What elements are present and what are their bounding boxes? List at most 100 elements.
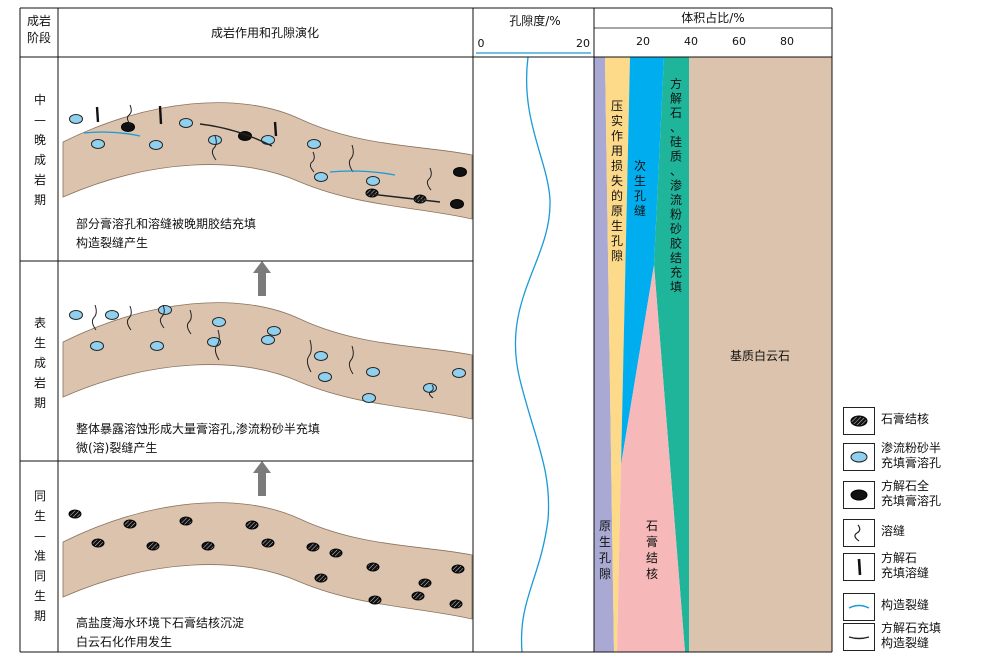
silt-filled-vug xyxy=(158,305,172,315)
evolution-header: 成岩作用和孔隙演化 xyxy=(211,25,319,40)
band-cement-fill xyxy=(654,57,689,652)
silt-filled-vug xyxy=(314,172,328,182)
label-gypsum-char: 膏 xyxy=(646,534,658,549)
gypsum-nodule xyxy=(91,538,105,548)
calcite-filled-fracture-icon xyxy=(843,553,875,581)
gypsum-nodule xyxy=(306,542,320,552)
label-cement-char: 砂 xyxy=(670,222,682,236)
gypsum-nodule xyxy=(201,541,215,551)
gypsum-nodule xyxy=(368,595,382,605)
legend-label-line: 渗流粉砂半 xyxy=(881,441,942,455)
tectonic-fracture xyxy=(83,131,141,137)
porosity-curve xyxy=(514,56,551,653)
gypsum-nodule xyxy=(451,564,465,574)
gypsum-nodule xyxy=(179,516,193,526)
label-compaction-char: 的 xyxy=(611,188,623,203)
legend-label: 方解石充填构造裂缝 xyxy=(881,621,993,651)
legend-item: 方解石充填构造裂缝 xyxy=(843,621,993,655)
stage-name-0-char: 期 xyxy=(34,193,46,207)
gypsum-nodule xyxy=(314,573,328,583)
label-compaction-char: 原 xyxy=(611,204,623,218)
label-cement-char: 石 xyxy=(670,106,682,120)
label-compaction-char: 失 xyxy=(611,173,623,188)
porosity-tick: 0 xyxy=(478,37,485,50)
legend-item: 方解石全充填膏溶孔 xyxy=(843,479,993,513)
porosity-tick: 20 xyxy=(576,37,590,50)
label-compaction-char: 孔 xyxy=(611,234,623,248)
label-cement-char: 胶 xyxy=(670,236,682,251)
label-gypsum-char: 核 xyxy=(646,567,658,581)
label-primary-char: 隙 xyxy=(599,567,611,581)
silt-filled-vug xyxy=(208,135,222,145)
stage-name-2-char: 准 xyxy=(34,549,46,563)
stage-name-2-char: 期 xyxy=(34,609,46,623)
legend-label: 方解石充填溶缝 xyxy=(881,551,993,581)
silt-filled-vug-icon xyxy=(843,443,875,471)
gypsum-nodule xyxy=(123,519,137,529)
legend-item: 渗流粉砂半充填膏溶孔 xyxy=(843,441,993,475)
label-primary-char: 孔 xyxy=(599,551,611,565)
stage-header: 阶段 xyxy=(27,30,51,45)
legend-label-line: 石膏结核 xyxy=(881,412,930,426)
calcite-tectonic-fracture-icon xyxy=(843,623,875,651)
label-secondary-char: 生 xyxy=(634,174,646,188)
silt-filled-vug xyxy=(261,335,275,345)
stage-header: 成岩 xyxy=(27,13,51,28)
stage-description: 微(溶)裂缝产生 xyxy=(76,440,157,455)
legend-item: 方解石充填溶缝 xyxy=(843,551,993,585)
calcite-filled-vug xyxy=(121,122,135,132)
volume-tick: 20 xyxy=(636,35,650,48)
legend-label: 石膏结核 xyxy=(881,412,993,427)
silt-filled-vug xyxy=(179,118,193,128)
stage-name-0-char: 晚 xyxy=(34,133,46,147)
legend-label-line: 充填膏溶孔 xyxy=(881,456,942,470)
silt-filled-vug xyxy=(69,310,83,320)
gypsum-nodule xyxy=(366,562,380,572)
legend-label-line: 构造裂缝 xyxy=(881,636,930,650)
legend-label: 渗流粉砂半充填膏溶孔 xyxy=(881,441,993,471)
stage-name-2-char: 同 xyxy=(34,489,46,503)
dissolution-fracture xyxy=(426,167,432,191)
label-secondary-char: 缝 xyxy=(634,203,646,218)
silt-filled-vug xyxy=(452,368,466,378)
label-cement-char: 粉 xyxy=(670,208,682,222)
calcite-filled-vug-icon xyxy=(843,481,875,509)
band-secondary-pores xyxy=(621,57,664,465)
gypsum-nodule xyxy=(449,599,463,609)
upward-arrow-1 xyxy=(253,261,271,296)
dissolution-fracture xyxy=(348,345,354,375)
dissolution-fracture xyxy=(211,135,217,161)
dissolution-fracture xyxy=(214,329,220,361)
stage-name-2-char: 生 xyxy=(34,509,46,523)
label-compaction-char: 用 xyxy=(611,144,623,158)
upward-arrow-2 xyxy=(253,461,271,496)
calcite-filled-tectonic-fracture xyxy=(199,123,273,147)
stage-name-1-char: 成 xyxy=(34,356,46,370)
rock-layers xyxy=(62,56,551,653)
calcite-filled-fracture xyxy=(273,121,278,137)
silt-filled-vug xyxy=(318,372,332,382)
stage-name-0-char: 岩 xyxy=(34,172,46,187)
label-compaction-char: 生 xyxy=(611,219,623,233)
label-cement-char: 渗 xyxy=(670,178,682,193)
tectonic-fracture-icon xyxy=(843,593,875,621)
calcite-filled-vug xyxy=(453,167,467,177)
label-compaction-char: 损 xyxy=(611,159,623,173)
dissolution-fracture xyxy=(91,304,97,331)
silt-filled-vug xyxy=(150,341,164,351)
dissolution-fracture xyxy=(309,151,315,173)
label-cement-char: 、 xyxy=(670,164,682,178)
legend-label-line: 充填溶缝 xyxy=(881,566,930,580)
legend-label: 溶缝 xyxy=(881,524,993,539)
band-primary-porosity xyxy=(594,57,614,652)
legend-label-line: 构造裂缝 xyxy=(881,598,930,612)
volume-header: 体积占比/% xyxy=(681,10,744,25)
dissolution-fracture xyxy=(159,304,165,329)
legend-label-line: 方解石充填 xyxy=(881,621,942,635)
legend-label-line: 方解石全 xyxy=(881,479,930,493)
gypsum-nodule xyxy=(365,188,379,198)
gypsum-nodule-icon xyxy=(843,407,875,435)
gypsum-nodule xyxy=(261,538,275,548)
